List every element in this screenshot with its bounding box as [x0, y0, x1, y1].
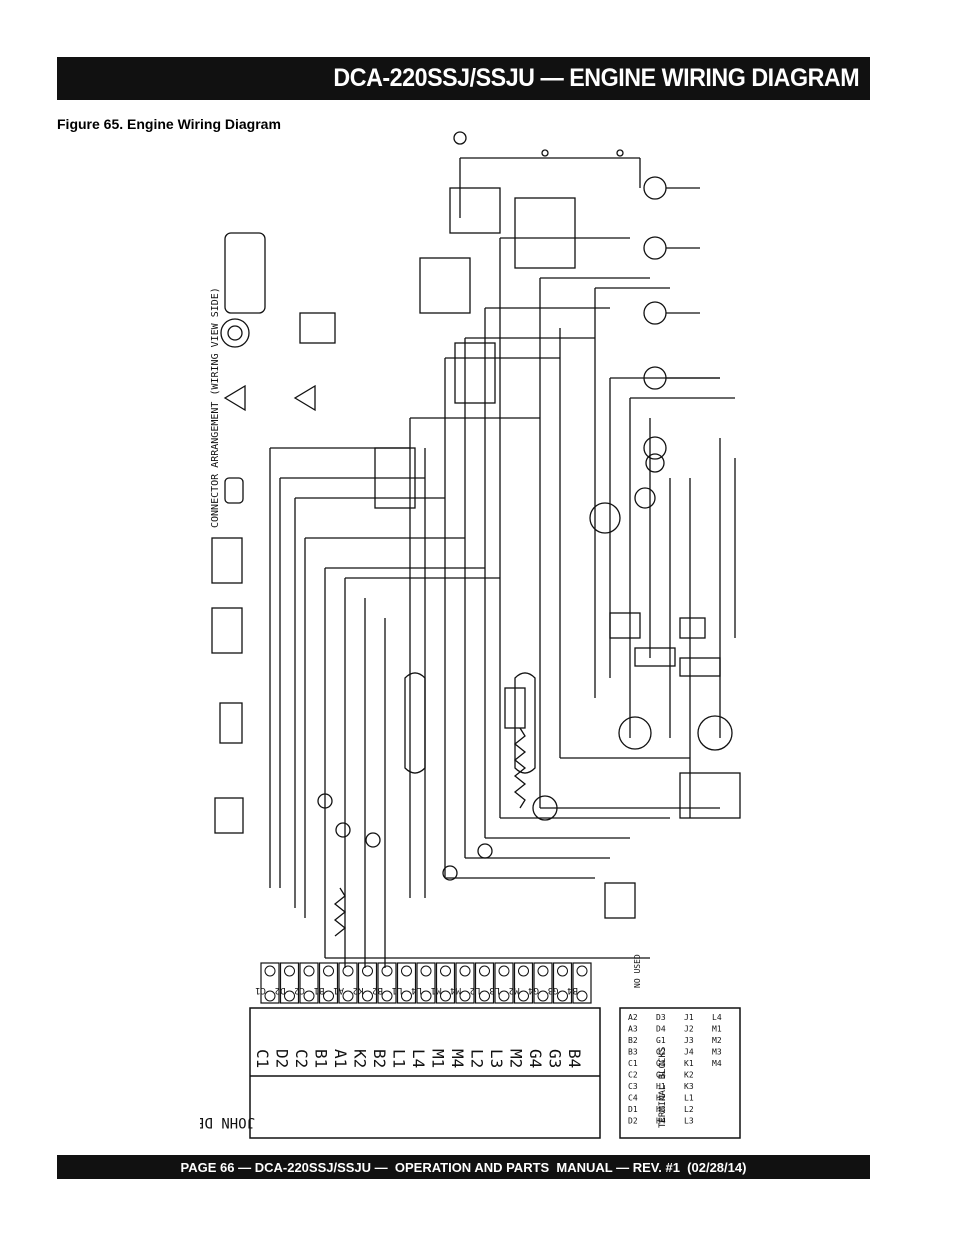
figure-caption: Figure 65. Engine Wiring Diagram	[57, 116, 281, 132]
no-used-label: NO USED	[633, 954, 642, 988]
ecu-pin-label: L1	[390, 1049, 409, 1068]
ecu-pin: D1	[628, 1105, 638, 1114]
page-title: DCA-220SSJ/SSJU — ENGINE WIRING DIAGRAM	[333, 64, 859, 92]
ecu-pin-label: L3	[487, 1049, 506, 1068]
terminal-label: M4	[450, 985, 461, 995]
ecu-pin: A2	[628, 1013, 638, 1022]
ecu-pin-label: M2	[507, 1049, 526, 1068]
ecu-pin: J2	[684, 1025, 694, 1034]
ecu-pin-label: L4	[409, 1049, 428, 1068]
terminal-label: L4	[411, 985, 422, 995]
ecu-pin: K3	[684, 1082, 694, 1091]
terminal-label: L2	[470, 985, 481, 995]
ecu-pin: D4	[656, 1025, 666, 1034]
terminal-block: M2	[509, 962, 534, 1004]
ecu-pin-label: L2	[468, 1049, 487, 1068]
ecu-pin: D3	[656, 1013, 666, 1022]
ecu-label: JOHN DEERE LEVEL 14 ECU	[200, 1114, 255, 1130]
terminal-label: C2	[294, 985, 305, 995]
terminal-label: C1	[255, 985, 266, 995]
page-header: DCA-220SSJ/SSJU — ENGINE WIRING DIAGRAM	[57, 57, 870, 100]
ecu-pin-label: B2	[370, 1049, 389, 1068]
ecu-pin: C1	[628, 1059, 638, 1068]
terminal-block: L1	[392, 962, 417, 1004]
ecu-pin: L2	[684, 1105, 694, 1114]
terminal-block: B4	[567, 962, 592, 1004]
ecu-pin: H1	[656, 1082, 666, 1091]
ecu-pin: M4	[712, 1059, 722, 1068]
terminal-block: C1	[255, 962, 280, 1004]
terminal-label: G4	[528, 985, 539, 995]
ecu-pin: L3	[684, 1117, 694, 1126]
ecu-pin-label: A1	[331, 1049, 350, 1068]
terminal-label: D2	[275, 985, 286, 995]
page-footer: PAGE 66 — DCA-220SSJ/SSJU — OPERATION AN…	[57, 1155, 870, 1179]
ecu-pin: M1	[712, 1025, 722, 1034]
terminal-label: M2	[509, 985, 520, 995]
terminal-block: B2	[372, 962, 397, 1004]
ecu-pin: B3	[628, 1048, 638, 1057]
ecu-pin-label: M4	[448, 1049, 467, 1068]
ecu-pin-label: B4	[565, 1049, 584, 1068]
ecu-pin-label: D2	[273, 1049, 292, 1068]
terminal-block: L4	[411, 962, 436, 1004]
ecu-pin: K2	[684, 1071, 694, 1080]
ecu-pin-label: C1	[253, 1049, 272, 1068]
ecu-pin: G4	[656, 1071, 666, 1080]
ecu-pin-label: B1	[312, 1049, 331, 1068]
terminal-block: D2	[275, 962, 300, 1004]
terminal-label: A1	[333, 985, 344, 995]
ecu-pin: L4	[712, 1013, 722, 1022]
terminal-label: B2	[372, 985, 383, 995]
terminal-block: C2	[294, 962, 319, 1004]
terminal-block: L3	[489, 962, 514, 1004]
terminal-label: G3	[548, 985, 559, 995]
ecu-pin-label: C2	[292, 1049, 311, 1068]
terminal-blocks-label: TERMINAL BLOCKS	[658, 1047, 668, 1128]
ecu-pin-label: G3	[546, 1049, 565, 1068]
ecu-pin: C2	[628, 1071, 638, 1080]
footer-text: PAGE 66 — DCA-220SSJ/SSJU — OPERATION AN…	[180, 1159, 747, 1175]
ecu-pin: L1	[684, 1094, 694, 1103]
terminal-label: L3	[489, 985, 500, 995]
ecu-pin: H4	[656, 1117, 666, 1126]
terminal-label: L1	[392, 985, 403, 995]
ecu-pin: M3	[712, 1048, 722, 1057]
ecu-pin: J4	[684, 1048, 694, 1057]
ecu-pin: C4	[628, 1094, 638, 1103]
terminal-label: K2	[353, 985, 364, 995]
ecu-pin: H2	[656, 1094, 666, 1103]
ecu-pin: B2	[628, 1036, 638, 1045]
terminal-block: L2	[470, 962, 495, 1004]
ecu-pin: G2	[656, 1048, 666, 1057]
ecu-pin: H3	[656, 1105, 666, 1114]
terminal-block: M1	[431, 962, 456, 1004]
terminal-block: M4	[450, 962, 475, 1004]
ecu-pin: C3	[628, 1082, 638, 1091]
terminal-block: B1	[314, 962, 339, 1004]
terminal-label: B4	[567, 985, 578, 995]
ecu-pin-label: K2	[351, 1049, 370, 1068]
terminal-block: G4	[528, 962, 553, 1004]
ecu-pin: G1	[656, 1036, 666, 1045]
terminal-block: A1	[333, 962, 358, 1004]
ecu-pin-label: M1	[429, 1049, 448, 1068]
terminal-block: K2	[353, 962, 378, 1004]
ecu-pin-label: G4	[526, 1049, 545, 1068]
ecu-pin: A3	[628, 1025, 638, 1034]
terminal-label: B1	[314, 985, 325, 995]
ecu-pin: G3	[656, 1059, 666, 1068]
terminal-label: M1	[431, 985, 442, 995]
connector-heading: CONNECTOR ARRANGEMENT (WIRING VIEW SIDE)	[210, 287, 221, 528]
ecu-pin: M2	[712, 1036, 722, 1045]
ecu-pin: J3	[684, 1036, 694, 1045]
terminal-block: G3	[548, 962, 573, 1004]
ecu-pin: K1	[684, 1059, 694, 1068]
terminal-blocks: C1 D2 C2 B1 A1 K2 B2 L1 L4 M1 M4 L2 L3 M2 G4 G3 B4	[255, 962, 592, 1004]
ecu-pin: D2	[628, 1117, 638, 1126]
ecu-pin: J1	[684, 1013, 694, 1022]
